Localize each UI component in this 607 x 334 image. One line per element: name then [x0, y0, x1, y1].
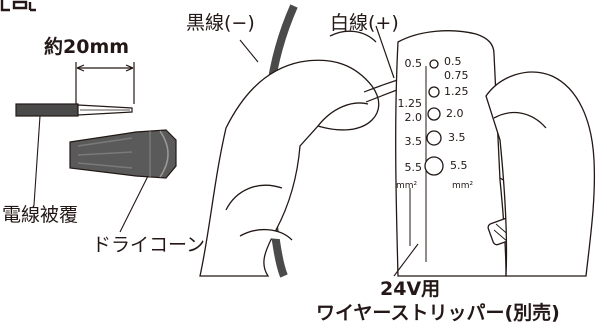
- gauge-right-2: 1.25: [444, 85, 469, 98]
- gauge-right-4: 3.5: [448, 131, 466, 144]
- figure-header-glyph: [0, 0, 36, 12]
- leader-lines-left: [33, 115, 149, 233]
- dry-cone-label: ドライコーン: [92, 234, 206, 256]
- gauge-unit-left: mm²: [396, 181, 418, 191]
- gauge-left-2: 2.0: [404, 111, 423, 124]
- gauge-left-3: 3.5: [404, 135, 423, 148]
- strip-length-label: 約20mm: [44, 36, 130, 58]
- gauge-left-1: 1.25: [397, 97, 423, 110]
- black-wire-label: 黒線(−): [186, 12, 255, 34]
- stripper-label-line1: 24V用: [380, 278, 441, 300]
- stripper-label-line2: ワイヤーストリッパー(別売): [316, 302, 560, 324]
- gauge-left-0: 0.5: [404, 57, 423, 70]
- gauge-right-3: 2.0: [446, 107, 464, 120]
- gauge-unit-right: mm²: [452, 181, 474, 191]
- dimension-marker: [75, 62, 135, 104]
- left-hand: [199, 59, 380, 277]
- gauge-left-4: 5.5: [404, 161, 423, 174]
- gauge-right-1: 0.75: [444, 69, 469, 82]
- right-hand: [329, 30, 596, 277]
- wire-sheath-label: 電線被覆: [2, 204, 79, 226]
- gauge-right-5: 5.5: [450, 159, 468, 172]
- gauge-right-0: 0.5: [444, 55, 462, 68]
- leader-line-stripper: [393, 243, 419, 277]
- dry-cone-connector: [69, 129, 177, 179]
- white-wire-label: 白線(+): [330, 12, 399, 34]
- stripped-wire: [15, 103, 133, 117]
